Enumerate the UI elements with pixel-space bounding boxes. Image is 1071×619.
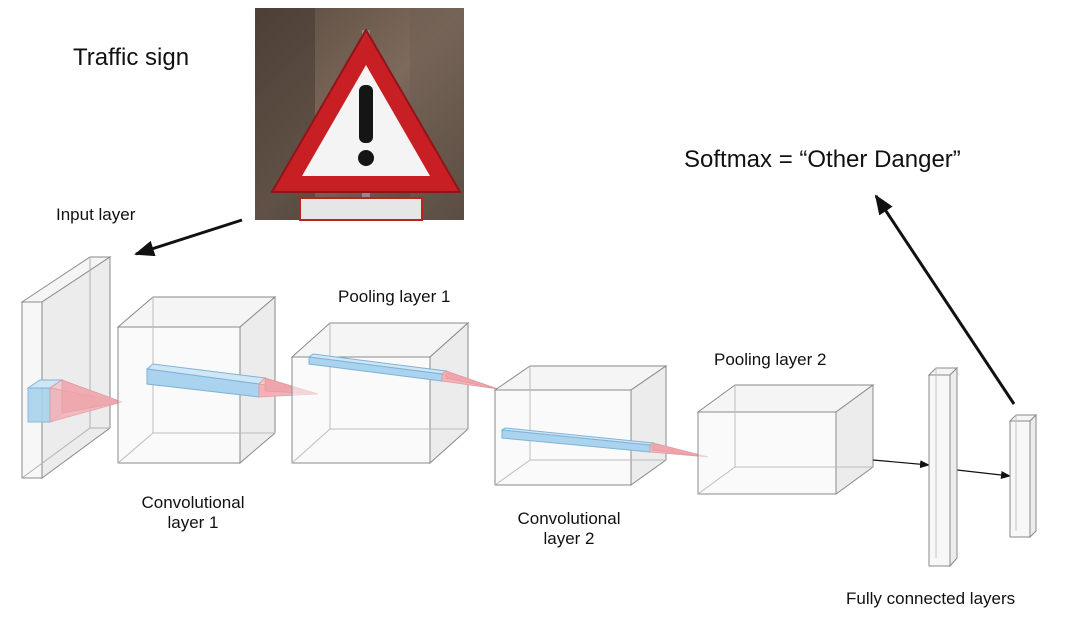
conv-layer-1-label-line2: layer 1 xyxy=(167,513,219,532)
kernel-cone-1 xyxy=(48,379,124,423)
pooling-layer-2-label: Pooling layer 2 xyxy=(714,350,827,369)
input-layer-label: Input layer xyxy=(56,205,136,224)
pooling-layer-1-label: Pooling layer 1 xyxy=(338,287,451,306)
conv-layer-1-label-line1: Convolutional xyxy=(141,493,245,512)
conv-layer-1-label: Convolutional layer 1 xyxy=(128,493,258,533)
arrow-sign-to-input xyxy=(134,218,243,257)
arrow-fc-to-softmax xyxy=(874,194,1016,405)
kernel-cone-3 xyxy=(441,370,499,390)
conv-layer-2-block xyxy=(493,365,668,486)
traffic-sign-label: Traffic sign xyxy=(73,44,190,71)
traffic-sign-image xyxy=(255,8,464,221)
arrow-pool2-to-fc1 xyxy=(872,459,930,469)
fc-layer-1 xyxy=(927,366,959,568)
input-layer-block xyxy=(20,256,112,479)
fc-layer-2 xyxy=(1008,413,1038,539)
conv-layer-2-label: Convolutional layer 2 xyxy=(504,509,634,549)
arrow-fc1-to-fc2 xyxy=(956,469,1011,479)
pooling-layer-1-block xyxy=(290,321,470,465)
softmax-label: Softmax = “Other Danger” xyxy=(684,146,961,173)
conv-layer-2-label-line2: layer 2 xyxy=(543,529,595,548)
pooling-layer-2-block xyxy=(696,384,875,495)
conv-2-filter-bar xyxy=(500,427,655,453)
kernel-cone-4 xyxy=(648,442,709,458)
conv-layer-2-label-line1: Convolutional xyxy=(517,509,621,528)
fully-connected-label: Fully connected layers xyxy=(846,589,1016,608)
